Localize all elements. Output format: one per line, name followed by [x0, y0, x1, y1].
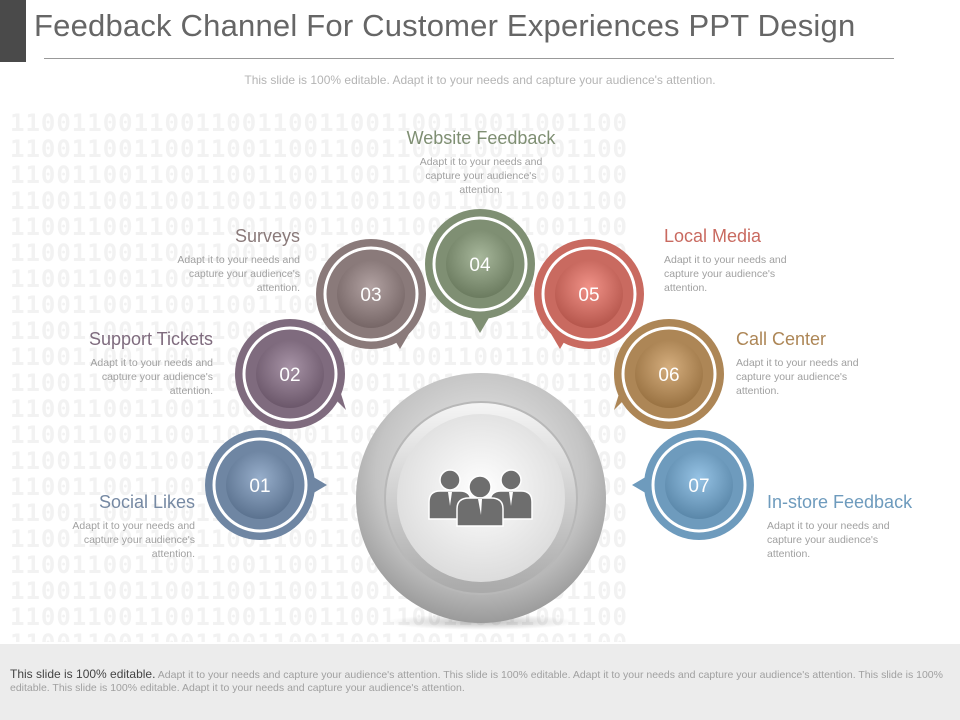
bubble-inner — [256, 340, 324, 408]
bubble-white-ring — [541, 246, 637, 342]
title-divider — [44, 58, 894, 59]
bubble-white-ring — [621, 326, 717, 422]
label-title-07: In-store Feedback — [767, 492, 913, 512]
bubble-inner — [555, 260, 623, 328]
people-group-icon — [428, 469, 533, 527]
bubble-inner — [337, 260, 405, 328]
bubble-number: 07 — [688, 476, 709, 497]
bubble-inner — [665, 451, 733, 519]
label-title-02: Support Tickets — [88, 329, 213, 349]
footer-band — [0, 644, 960, 720]
feedback-bubble-04: 04 — [425, 209, 535, 333]
footer-body: Adapt it to your needs and capture your … — [10, 669, 943, 694]
label-desc-03: Adapt it to your needs and capture your … — [177, 254, 300, 294]
label-desc-07: Adapt it to your needs and capture your … — [767, 520, 890, 560]
bubble-white-ring — [651, 437, 747, 533]
bubble-inner — [635, 340, 703, 408]
bubble-inner — [226, 451, 294, 519]
bubble-number: 03 — [360, 285, 381, 306]
bubble-number: 05 — [578, 285, 599, 306]
label-desc-05: Adapt it to your needs and capture your … — [664, 254, 787, 294]
bubble-number: 06 — [658, 365, 679, 386]
feedback-bubble-06: 06 — [614, 319, 724, 429]
label-desc-02: Adapt it to your needs and capture your … — [90, 357, 213, 397]
label-desc-01: Adapt it to your needs and capture your … — [72, 520, 195, 560]
footer-text: This slide is 100% editable. Adapt it to… — [10, 668, 945, 695]
label-title-03: Surveys — [234, 226, 300, 246]
bubble-white-ring — [212, 437, 308, 533]
bubble-number: 04 — [469, 255, 491, 276]
label-title-01: Social Likes — [98, 492, 195, 512]
bubble-white-ring — [242, 326, 338, 422]
feedback-bubble-07: 07 — [632, 430, 754, 540]
bubble-inner — [446, 230, 514, 298]
bubble-white-ring — [432, 216, 528, 312]
bubble-number: 01 — [249, 476, 270, 497]
label-title-05: Local Media — [664, 226, 762, 246]
label-desc-04: Adapt it to your needs and capture your … — [419, 156, 543, 196]
label-title-06: Call Center — [736, 329, 827, 349]
feedback-bubble-05: 05 — [534, 239, 644, 349]
title-accent-bar — [0, 0, 26, 62]
slide-subtitle: This slide is 100% editable. Adapt it to… — [244, 73, 716, 87]
label-desc-06: Adapt it to your needs and capture your … — [736, 357, 859, 397]
footer-lead: This slide is 100% editable. — [10, 667, 156, 681]
feedback-bubble-02: 02 — [235, 319, 346, 429]
bubble-number: 02 — [279, 365, 300, 386]
feedback-bubble-01: 01 — [205, 430, 327, 540]
bubble-white-ring — [323, 246, 419, 342]
bubble-pointer — [470, 316, 490, 333]
slide-title: Feedback Channel For Customer Experience… — [34, 8, 856, 43]
label-title-04: Website Feedback — [406, 128, 556, 148]
feedback-bubble-03: 03 — [316, 239, 426, 349]
